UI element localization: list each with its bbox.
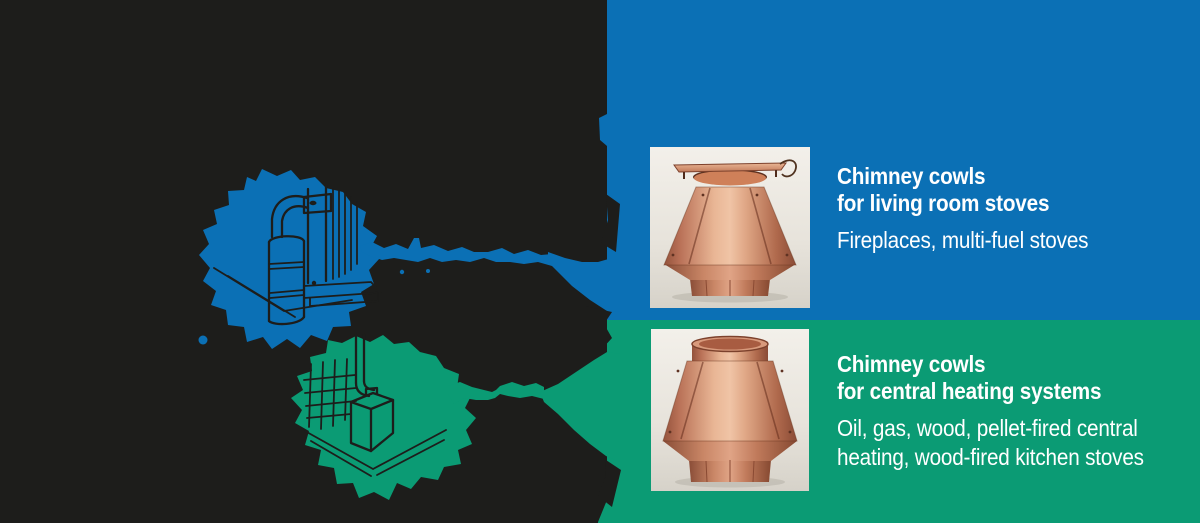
central-heating-title-line2: for central heating systems (837, 378, 1102, 404)
living-room-title-line1: Chimney cowls (837, 163, 986, 189)
copper-chimney-cowl-open-top-photo (651, 329, 809, 491)
living-room-text-block: Chimney cowls for living room stoves Fir… (837, 163, 1089, 255)
blue-ink-dot (426, 269, 430, 273)
copper-chimney-cowl-with-cap-photo (650, 147, 810, 308)
blue-ink-streak (360, 238, 552, 266)
central-heating-subtitle-line2: heating, wood-fired kitchen stoves (837, 444, 1144, 470)
living-room-title-line2: for living room stoves (837, 190, 1050, 216)
green-splat-blob (291, 335, 476, 500)
central-heating-boiler-sketch (303, 332, 447, 477)
central-heating-subtitle-line1: Oil, gas, wood, pellet-fired central (837, 415, 1138, 441)
central-heating-product-photo (651, 329, 809, 491)
green-edge-nub (598, 500, 607, 523)
blue-ink-speck (198, 335, 208, 345)
living-room-stove-sketch (213, 183, 382, 326)
blue-ink-dot (399, 269, 405, 275)
central-heating-text-block: Chimney cowls for central heating system… (837, 351, 1144, 472)
living-room-subtitle: Fireplaces, multi-fuel stoves (837, 227, 1089, 253)
green-ink-streak (448, 382, 544, 404)
living-room-product-photo (650, 147, 810, 308)
central-heating-title-line1: Chimney cowls (837, 351, 986, 377)
blue-edge-nub (599, 114, 607, 146)
blue-splat-blob (199, 169, 380, 349)
